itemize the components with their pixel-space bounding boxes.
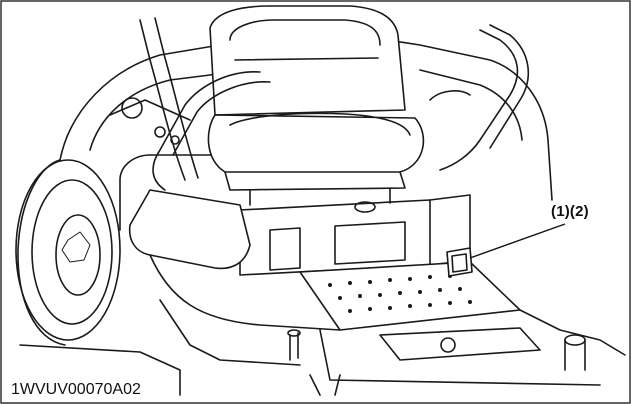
- operator-seat: [207, 5, 425, 213]
- callout-leader-line: [469, 223, 566, 259]
- figure-id: 1WVUV00070A02: [8, 381, 144, 399]
- floor-plate-holes: [328, 274, 472, 313]
- left-fender: [109, 97, 251, 270]
- left-steering-lever: [139, 17, 271, 191]
- component-box: [446, 247, 473, 277]
- rear-wheel-left: [15, 159, 121, 346]
- front-frame: [19, 254, 626, 396]
- floor-plate: [299, 261, 521, 331]
- callout-label: (1)(2): [551, 203, 589, 220]
- right-steering-lever: [429, 24, 529, 171]
